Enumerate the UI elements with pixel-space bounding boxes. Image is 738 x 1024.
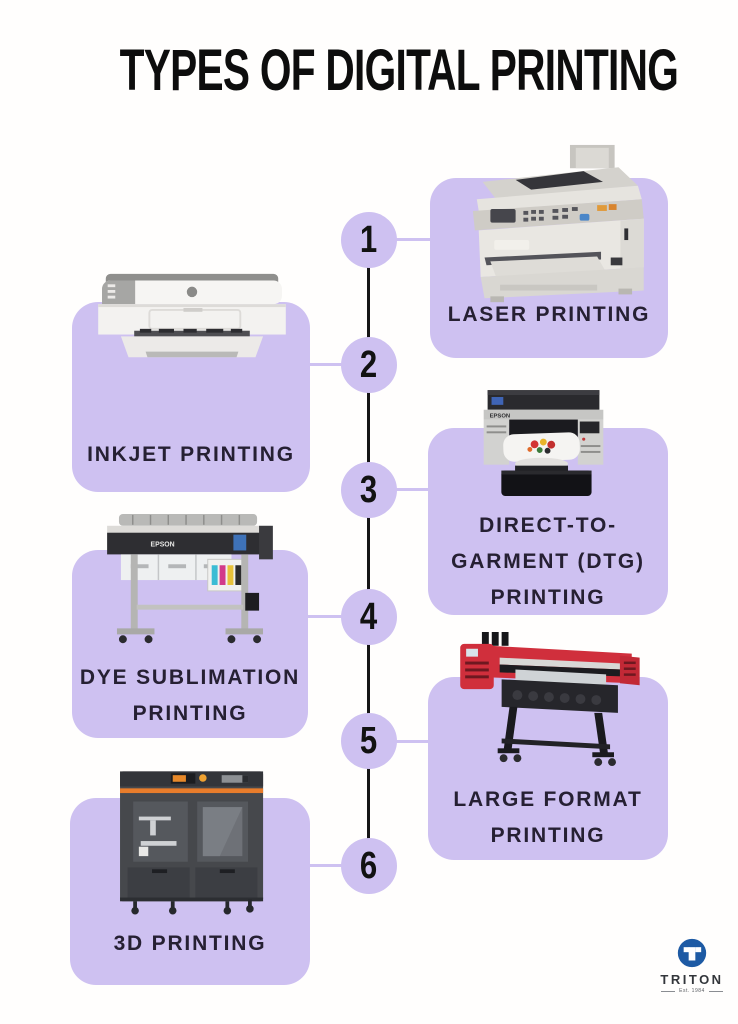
timeline-number-6: 6	[341, 838, 397, 894]
timeline-number-1: 1	[341, 212, 397, 268]
timeline-number-5: 5	[341, 713, 397, 769]
card-dtg-printing: DIRECT-TO- GARMENT (DTG) PRINTING	[428, 428, 668, 615]
card-label: DIRECT-TO- GARMENT (DTG) PRINTING	[451, 514, 645, 609]
connector-3	[395, 488, 430, 491]
connector-2	[308, 363, 343, 366]
timeline-line	[367, 240, 370, 867]
card-dye-sublimation-printing: DYE SUBLIMATION PRINTING	[72, 550, 308, 738]
laser-printer-image: EPSON	[455, 143, 650, 308]
large-format-printer-image	[445, 632, 645, 770]
brand-logo: TRITON Est. 1984	[648, 938, 736, 994]
dtg-printer-image: EPSON	[468, 388, 620, 508]
card-label: DYE SUBLIMATION PRINTING	[79, 666, 301, 725]
inkjet-printer-image	[92, 272, 292, 362]
tagline-rule-right	[708, 990, 723, 992]
card-label: LARGE FORMAT PRINTING	[453, 788, 643, 847]
brand-tagline: Est. 1984	[661, 988, 723, 994]
card-label: LASER PRINTING	[447, 303, 651, 326]
triton-t-icon	[677, 938, 707, 968]
connector-4	[308, 615, 343, 618]
card-label: 3D PRINTING	[113, 932, 267, 955]
svg-text:EPSON: EPSON	[490, 414, 511, 420]
dye-sublimation-printer-image: EPSON	[92, 510, 287, 658]
timeline-number-3: 3	[341, 462, 397, 518]
connector-6	[308, 864, 343, 867]
tagline-rule-left	[661, 990, 676, 992]
3d-printer-image	[110, 762, 275, 922]
timeline-number-4: 4	[341, 589, 397, 645]
svg-text:EPSON: EPSON	[151, 542, 175, 549]
timeline-number-2: 2	[341, 337, 397, 393]
connector-5	[395, 740, 430, 743]
card-label: INKJET PRINTING	[87, 443, 295, 466]
connector-1	[395, 238, 432, 241]
page-title: TYPES OF DIGITAL PRINTING	[119, 38, 679, 103]
brand-name: TRITON	[660, 972, 724, 987]
